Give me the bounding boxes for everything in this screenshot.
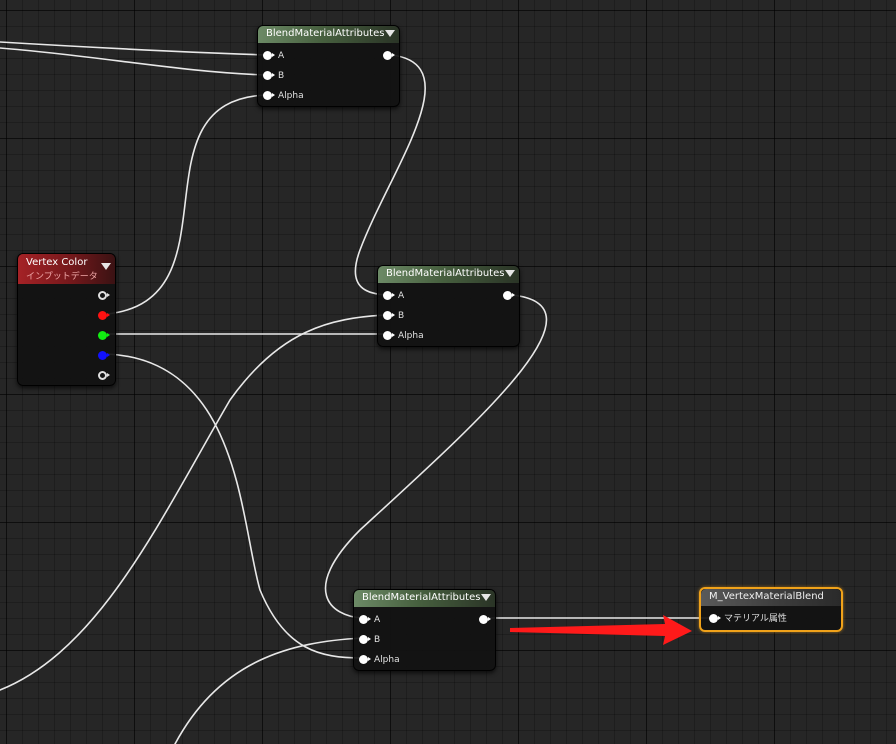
blend-node-2-input-alpha[interactable]: Alpha [383, 330, 424, 342]
pin-label: A [398, 291, 405, 301]
input-pin-icon[interactable] [263, 51, 275, 60]
wire-blend2-out-to-blend3-a [324, 294, 548, 619]
collapse-arrow-icon[interactable] [505, 270, 515, 277]
wire-vertex-r-to-blend1-alpha [106, 94, 267, 315]
pin-label: B [374, 635, 381, 645]
input-pin-icon[interactable] [359, 635, 371, 644]
material-result-title: M_VertexMaterialBlend [709, 591, 824, 602]
pin-label: A [278, 51, 285, 61]
blend-node-3-input-a[interactable]: A [359, 614, 380, 626]
vertex-color-header[interactable]: Vertex Color インプットデータ [18, 254, 115, 284]
blend-node-1-header[interactable]: BlendMaterialAttributes [258, 26, 399, 43]
output-pin-b[interactable] [98, 351, 110, 360]
blend-node-3-header[interactable]: BlendMaterialAttributes [354, 590, 495, 607]
material-attributes-input[interactable]: マテリアル属性 [709, 613, 787, 625]
blend-node-2-output-pin[interactable] [503, 291, 515, 300]
pin-label: Alpha [278, 91, 304, 101]
output-pin-r[interactable] [98, 311, 110, 320]
collapse-arrow-icon[interactable] [101, 263, 111, 270]
input-pin-icon[interactable] [383, 331, 395, 340]
blend-node-2-title: BlendMaterialAttributes [386, 268, 505, 279]
material-result-node[interactable]: M_VertexMaterialBlend マテリアル属性 [699, 587, 843, 632]
blend-node-3-input-b[interactable]: B [359, 634, 380, 646]
vertex-color-title: Vertex Color [26, 257, 88, 268]
blend-node-1-input-a[interactable]: A [263, 50, 284, 62]
vertex-color-subtitle: インプットデータ [26, 272, 98, 282]
blend-node-1-input-alpha[interactable]: Alpha [263, 90, 304, 102]
blend-node-1-output-pin[interactable] [383, 51, 395, 60]
blend-node-3-input-alpha[interactable]: Alpha [359, 654, 400, 666]
collapse-arrow-icon[interactable] [481, 594, 491, 601]
input-pin-icon[interactable] [709, 614, 721, 623]
vertex-color-node[interactable]: Vertex Color インプットデータ [17, 253, 116, 386]
input-pin-icon[interactable] [359, 655, 371, 664]
wire-blend1-out-to-blend2-a [354, 54, 426, 296]
blend-node-3-output-pin[interactable] [479, 615, 491, 624]
material-result-header[interactable]: M_VertexMaterialBlend [701, 589, 841, 606]
input-pin-icon[interactable] [383, 311, 395, 320]
input-pin-icon[interactable] [263, 91, 275, 100]
blend-node-3-title: BlendMaterialAttributes [362, 592, 481, 603]
blend-node-1-title: BlendMaterialAttributes [266, 28, 385, 39]
output-pin-g[interactable] [98, 331, 110, 340]
wire-offscreen-to-blend3-b [174, 637, 363, 744]
output-pin-a[interactable] [98, 371, 110, 380]
blend-node-2-header[interactable]: BlendMaterialAttributes [378, 266, 519, 283]
pin-label: A [374, 615, 381, 625]
pin-label: B [278, 71, 285, 81]
pin-label: マテリアル属性 [724, 614, 787, 624]
wire-offscreen-to-blend1-a [0, 41, 267, 56]
blend-node-1-input-b[interactable]: B [263, 70, 284, 82]
wire-offscreen-to-blend2-b [0, 314, 387, 691]
output-pin-rgb[interactable] [98, 291, 110, 300]
blend-node-3[interactable]: BlendMaterialAttributes A B Alpha [353, 589, 496, 671]
collapse-arrow-icon[interactable] [385, 30, 395, 37]
pin-label: B [398, 311, 405, 321]
input-pin-icon[interactable] [383, 291, 395, 300]
blend-node-1[interactable]: BlendMaterialAttributes A B Alpha [257, 25, 400, 107]
wire-offscreen-to-blend1-b [0, 47, 267, 76]
input-pin-icon[interactable] [359, 615, 371, 624]
input-pin-icon[interactable] [263, 71, 275, 80]
pin-label: Alpha [374, 655, 400, 665]
wire-vertex-b-to-blend3-alpha [106, 353, 363, 659]
blend-node-2-input-b[interactable]: B [383, 310, 404, 322]
pin-label: Alpha [398, 331, 424, 341]
blend-node-2-input-a[interactable]: A [383, 290, 404, 302]
blend-node-2[interactable]: BlendMaterialAttributes A B Alpha [377, 265, 520, 347]
